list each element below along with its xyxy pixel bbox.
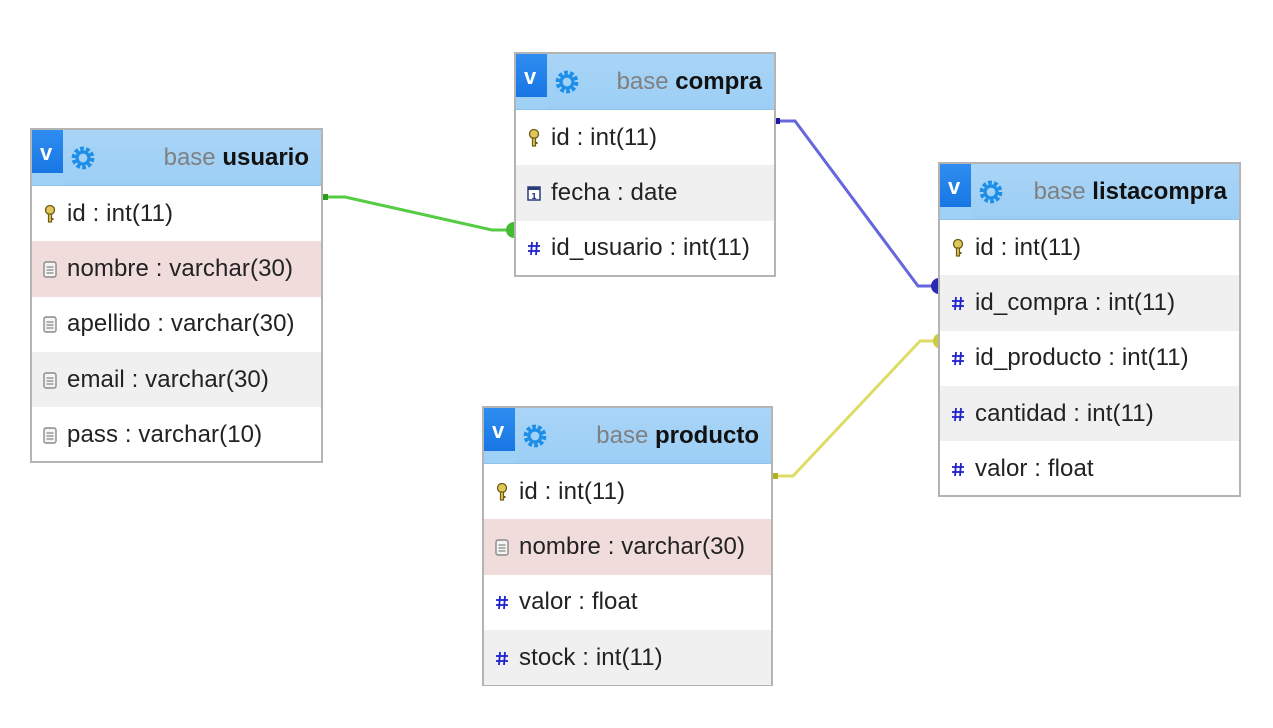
toggle-button[interactable]: v — [516, 54, 547, 109]
number-icon — [952, 407, 964, 421]
table-usuario[interactable]: v base usuario id : int(11) nombre : var… — [30, 128, 323, 463]
column-label: stock : int(11) — [519, 643, 663, 671]
relation-producto-listacompra — [775, 339, 937, 478]
key-icon — [952, 238, 964, 257]
column-label: nombre : varchar(30) — [519, 532, 746, 560]
table-title: base producto — [484, 422, 759, 450]
number-icon — [952, 462, 964, 476]
number-icon — [496, 596, 508, 610]
relation-compra-listacompra — [777, 119, 935, 288]
table-header[interactable]: v base listacompra — [940, 164, 1239, 220]
column-row[interactable]: cantidad : int(11) — [940, 385, 1239, 442]
database-name: base — [616, 68, 669, 95]
column-row[interactable]: nombre : varchar(30) — [484, 519, 771, 575]
column-label: pass : varchar(10) — [67, 420, 263, 448]
database-name: base — [596, 422, 649, 449]
column-label: id : int(11) — [519, 477, 626, 505]
toggle-button[interactable]: v — [940, 164, 971, 219]
gear-icon[interactable] — [554, 69, 580, 95]
table-title: base listacompra — [940, 178, 1227, 206]
text-field-icon — [495, 539, 509, 556]
text-field-icon — [43, 371, 57, 389]
table-name: usuario — [222, 144, 309, 171]
column-label: nombre : varchar(30) — [67, 254, 294, 282]
table-name: compra — [675, 68, 762, 95]
column-label: id_compra : int(11) — [975, 288, 1176, 316]
column-row[interactable]: valor : float — [484, 575, 771, 630]
column-label: email : varchar(30) — [67, 365, 269, 393]
database-name: base — [1033, 178, 1086, 205]
column-label: valor : float — [519, 588, 638, 616]
gear-icon[interactable] — [70, 145, 96, 171]
text-field-icon — [43, 316, 57, 333]
date-icon: 1 — [527, 186, 541, 201]
column-label: id_usuario : int(11) — [551, 234, 750, 262]
column-row[interactable]: nombre : varchar(30) — [32, 241, 321, 297]
svg-text:1: 1 — [531, 192, 537, 201]
column-row[interactable]: email : varchar(30) — [32, 351, 321, 408]
table-producto[interactable]: v base producto id : int(11) nombre : va… — [482, 406, 773, 686]
number-icon — [528, 242, 540, 256]
column-row[interactable]: 1 fecha : date — [516, 165, 774, 221]
column-row[interactable]: stock : int(11) — [484, 629, 771, 686]
table-header[interactable]: v base producto — [484, 408, 771, 464]
column-label: fecha : date — [551, 178, 678, 206]
text-field-icon — [43, 261, 57, 278]
column-row[interactable]: valor : float — [940, 441, 1239, 496]
table-header[interactable]: v base usuario — [32, 130, 321, 186]
column-row[interactable]: id : int(11) — [32, 186, 321, 241]
column-label: id : int(11) — [975, 233, 1082, 261]
column-row[interactable]: apellido : varchar(30) — [32, 297, 321, 352]
column-row[interactable]: id_compra : int(11) — [940, 275, 1239, 331]
column-row[interactable]: pass : varchar(10) — [32, 407, 321, 462]
key-icon — [496, 482, 508, 501]
table-header[interactable]: v base compra — [516, 54, 774, 110]
table-name: listacompra — [1092, 178, 1227, 205]
column-row[interactable]: id : int(11) — [940, 220, 1239, 275]
toggle-button[interactable]: v — [32, 130, 63, 185]
relation-usuario-compra — [325, 195, 510, 232]
table-compra[interactable]: v base compra id : int(11) 1 fecha : dat… — [514, 52, 776, 277]
column-label: id : int(11) — [67, 199, 174, 227]
column-row[interactable]: id : int(11) — [484, 464, 771, 519]
column-label: apellido : varchar(30) — [67, 310, 295, 338]
number-icon — [952, 352, 964, 366]
column-row[interactable]: id_producto : int(11) — [940, 331, 1239, 386]
relation-usuario-compra-end — [506, 222, 514, 238]
column-label: cantidad : int(11) — [975, 399, 1154, 427]
column-label: valor : float — [975, 454, 1094, 482]
gear-icon[interactable] — [978, 179, 1004, 205]
toggle-button[interactable]: v — [484, 408, 515, 463]
table-title: base usuario — [32, 144, 309, 172]
key-icon — [44, 204, 56, 223]
gear-icon[interactable] — [522, 423, 548, 449]
column-row[interactable]: id_usuario : int(11) — [516, 221, 774, 276]
key-icon — [528, 128, 540, 147]
database-name: base — [163, 144, 216, 171]
column-label: id : int(11) — [551, 123, 658, 151]
number-icon — [496, 651, 508, 665]
number-icon — [952, 296, 964, 311]
column-label: id_producto : int(11) — [975, 344, 1189, 372]
column-row[interactable]: id : int(11) — [516, 110, 774, 165]
table-listacompra[interactable]: v base listacompra id : int(11) id_compr… — [938, 162, 1241, 497]
table-name: producto — [655, 422, 759, 449]
table-title: base compra — [516, 68, 762, 96]
text-field-icon — [43, 427, 57, 444]
